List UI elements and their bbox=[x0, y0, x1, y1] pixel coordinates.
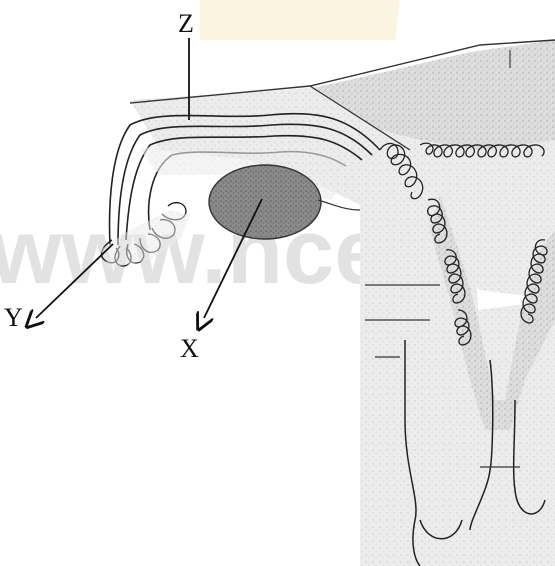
label-y-text: Y bbox=[4, 303, 23, 332]
label-z-text: Z bbox=[178, 9, 194, 38]
watermark-gold-logo bbox=[200, 0, 400, 40]
label-x-text: X bbox=[180, 334, 199, 363]
ovary bbox=[209, 165, 321, 239]
